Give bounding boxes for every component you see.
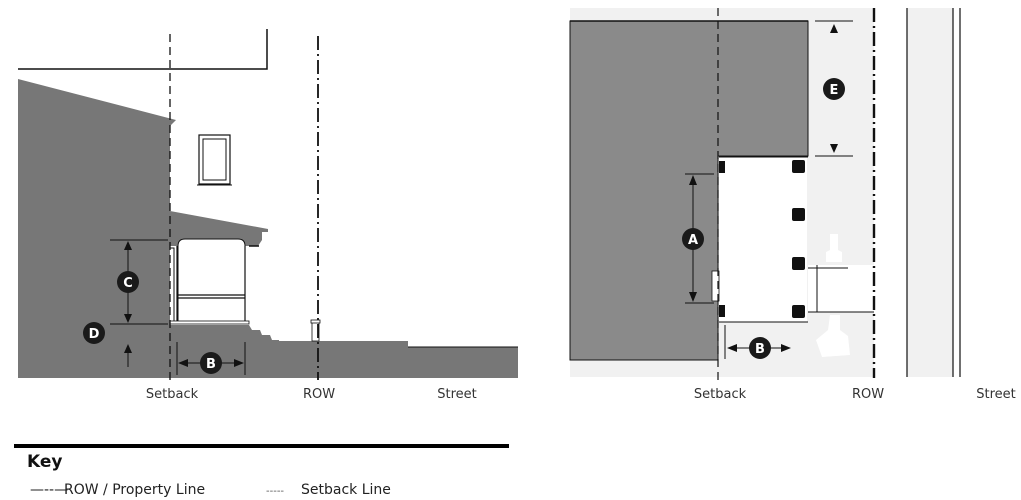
label-street: Street	[437, 387, 477, 402]
marker-a	[682, 228, 704, 250]
arrow-up-icon	[124, 241, 132, 250]
porch-opening	[177, 238, 246, 324]
key-item-row-symbol: —--—	[30, 482, 68, 498]
key-item-setback-label: Setback Line	[301, 482, 391, 498]
arrow-down-icon	[124, 314, 132, 323]
arrow-left-icon	[178, 359, 188, 367]
plan-street-strip	[907, 8, 953, 377]
marker-a-label: A	[688, 233, 698, 248]
label-street: Street	[976, 387, 1016, 402]
plan-porch	[719, 157, 807, 322]
arrow-up-icon	[689, 175, 697, 185]
marker-e-label: E	[830, 83, 839, 98]
plan-shrub	[816, 315, 850, 357]
arrow-right-icon	[781, 344, 791, 352]
key-legend: Key —--— ROW / Property Line ----- Setba…	[14, 444, 509, 498]
window-outer	[198, 134, 231, 185]
column	[792, 208, 805, 221]
marker-e	[823, 78, 845, 100]
marker-d-label: D	[89, 327, 100, 342]
arrow-up-icon	[124, 344, 132, 353]
key-item-row-label: ROW / Property Line	[64, 482, 205, 498]
plan-step	[711, 270, 720, 302]
arrow-down-icon	[830, 144, 838, 153]
key-item-setback-symbol: -----	[266, 486, 284, 497]
key-title: Key	[27, 452, 63, 472]
neighbor-building	[18, 79, 176, 240]
column	[719, 161, 725, 173]
plan-walkway	[808, 265, 874, 312]
column	[792, 305, 805, 318]
plan-diagram: E A B Setback ROW Street	[569, 8, 1016, 402]
porch-floor	[169, 320, 250, 325]
label-row: ROW	[303, 387, 335, 402]
marker-b	[200, 352, 222, 374]
column	[792, 160, 805, 173]
marker-c	[117, 271, 139, 293]
plan-columns	[719, 160, 805, 318]
column	[719, 305, 725, 317]
marker-b	[749, 337, 771, 359]
bollard-cap	[310, 319, 321, 324]
marker-c-label: C	[123, 276, 133, 291]
marker-b-label: B	[755, 342, 765, 357]
column	[792, 257, 805, 270]
ground	[18, 240, 518, 378]
plan-shrub	[826, 234, 842, 262]
arrow-up-icon	[830, 24, 838, 33]
label-setback: Setback	[694, 387, 747, 402]
marker-b-label: B	[206, 357, 216, 372]
key-divider	[14, 444, 509, 448]
marker-d	[83, 322, 105, 344]
arrow-left-icon	[727, 344, 737, 352]
upper-building-outline	[18, 29, 268, 70]
arrow-right-icon	[234, 359, 244, 367]
porch-roof	[170, 211, 268, 246]
arrow-down-icon	[689, 292, 697, 302]
section-diagram: C D B Setback ROW Street	[18, 29, 518, 402]
label-row: ROW	[852, 387, 884, 402]
window-inner	[202, 138, 227, 181]
label-setback: Setback	[146, 387, 199, 402]
